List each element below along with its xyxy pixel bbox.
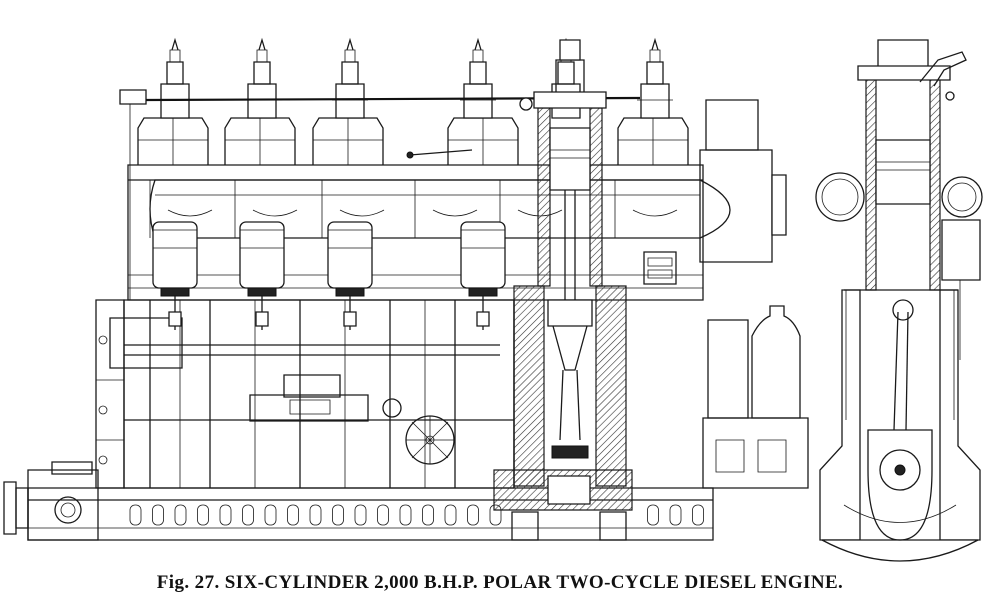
receiver-lobe [340,210,384,216]
figure-label: Fig. 27. [156,572,220,593]
bedplate-slot [445,505,456,525]
scavenge-pumps [153,222,505,330]
scavenge-pump [153,222,197,288]
end-section-view [816,40,982,561]
bedplate-slot [423,505,434,525]
figure-caption: Fig. 27. SIX-CYLINDER 2,000 B.H.P. POLAR… [0,572,1000,594]
figure-title: SIX-CYLINDER 2,000 B.H.P. POLAR TWO-CYCL… [224,572,844,593]
scavenge-air-receiver [150,100,786,262]
bedplate-slot [378,505,389,525]
bedplate-slot [693,505,704,525]
engine-drawing [0,0,1000,570]
fuel-valve-body [248,84,276,118]
scavenge-pump [461,222,505,288]
bedplate-slot [648,505,659,525]
flywheel-end [4,462,98,540]
auxiliary-pumps [703,306,808,488]
bedplate-slot [400,505,411,525]
bedplate-slot [355,505,366,525]
bedplate-slot [310,505,321,525]
bedplate-slot [288,505,299,525]
bedplate-slot [220,505,231,525]
bedplate-slot [153,505,164,525]
scavenge-pump [240,222,284,288]
sectioned-cylinder [494,40,676,540]
cylinder-covers [138,118,688,165]
fuel-valve-body [641,84,669,118]
cylinder-block [128,165,703,300]
side-elevation [4,40,808,540]
fuel-valve-body [336,84,364,118]
bedplate-slot [670,505,681,525]
receiver-lobe [433,210,477,216]
manoeuvring-gear [124,345,500,464]
scavenge-pump [328,222,372,288]
bedplate-slot [175,505,186,525]
camshaft-drive-casing [96,300,182,488]
receiver-lobe [253,210,297,216]
bedplate-slot [333,505,344,525]
bedplate-slot [468,505,479,525]
bedplate-slot [243,505,254,525]
bedplate-slot [198,505,209,525]
bedplate-slot [265,505,276,525]
receiver-lobe [633,210,677,216]
bedplate-slot [130,505,141,525]
receiver-lobe [168,210,212,216]
fuel-valve-body [464,84,492,118]
